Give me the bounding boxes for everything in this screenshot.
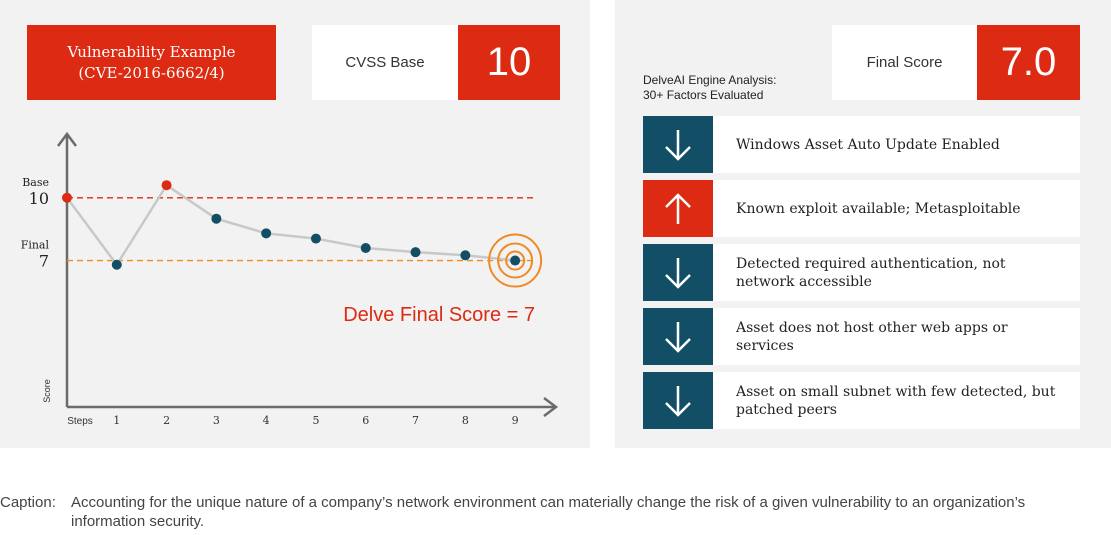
vulnerability-title: Vulnerability Example <box>67 42 236 61</box>
x-tick-label: 1 <box>113 414 120 427</box>
data-point <box>410 247 421 258</box>
x-tick-label: 9 <box>512 414 519 427</box>
factor-row: Detected required authentication, not ne… <box>643 244 1080 301</box>
final-score-value-text: 7.0 <box>1000 40 1057 84</box>
arrow-down-icon <box>643 308 713 365</box>
reference-label: Base <box>22 176 49 189</box>
data-point <box>111 259 122 270</box>
target-ring-inner <box>505 250 526 271</box>
factor-row: Windows Asset Auto Update Enabled <box>643 116 1080 173</box>
factor-row: Asset on small subnet with few detected,… <box>643 372 1080 429</box>
cvss-base-label-text: CVSS Base <box>345 54 425 71</box>
factor-text: Known exploit available; Metasploitable <box>713 180 1080 237</box>
factor-text: Asset on small subnet with few detected,… <box>713 372 1080 429</box>
x-tick-label: 3 <box>213 414 220 427</box>
reference-value: 10 <box>29 189 49 208</box>
factor-text: Detected required authentication, not ne… <box>713 244 1080 301</box>
y-axis-label: Score <box>42 379 52 403</box>
data-point <box>161 180 172 191</box>
data-point <box>310 233 321 244</box>
data-point <box>510 255 521 266</box>
engine-analysis-line2: 30+ Factors Evaluated <box>643 88 764 102</box>
arrow-down-icon <box>643 116 713 173</box>
data-point <box>460 250 471 261</box>
final-score-label-text: Final Score <box>866 54 943 71</box>
caption-label: Caption: <box>0 494 56 511</box>
cvss-base-label: CVSS Base <box>312 25 458 100</box>
engine-analysis-label: DelveAI Engine Analysis: 30+ Factors Eva… <box>643 73 776 103</box>
vulnerability-id: (CVE-2016-6662/4) <box>78 63 225 82</box>
arrow-down-icon <box>643 372 713 429</box>
series-line <box>65 183 516 267</box>
x-tick-label: 4 <box>263 414 270 427</box>
factor-row: Known exploit available; Metasploitable <box>643 180 1080 237</box>
factor-text: Windows Asset Auto Update Enabled <box>713 116 1080 173</box>
x-axis-label: Steps <box>67 416 93 427</box>
arrow-down-icon <box>643 244 713 301</box>
reference-value: 7 <box>39 252 49 271</box>
final-score-annotation: Delve Final Score = 7 <box>343 304 535 326</box>
arrow-up-icon <box>643 180 713 237</box>
x-tick-label: 2 <box>163 414 170 427</box>
reference-label: Final <box>21 239 50 252</box>
data-point <box>62 192 72 203</box>
factor-text: Asset does not host other web apps or se… <box>713 308 1080 365</box>
cvss-base-value: 10 <box>458 25 560 100</box>
data-point <box>261 228 272 239</box>
final-score-value: 7.0 <box>977 25 1080 100</box>
x-axis-arrow <box>543 397 559 417</box>
x-tick-label: 8 <box>462 414 469 427</box>
target-ring-outer <box>488 233 543 288</box>
engine-analysis-line1: DelveAI Engine Analysis: <box>643 73 777 87</box>
vulnerability-example-box: Vulnerability Example (CVE-2016-6662/4) <box>27 25 276 100</box>
cvss-base-value-text: 10 <box>486 40 532 84</box>
target-ring-middle <box>497 242 534 279</box>
x-tick-label: 5 <box>312 414 319 427</box>
x-tick-label: 6 <box>362 414 369 427</box>
final-score-label: Final Score <box>832 25 977 100</box>
caption-text: Accounting for the unique nature of a co… <box>71 494 1026 530</box>
x-tick-label: 7 <box>412 414 419 427</box>
y-axis-arrow <box>57 131 77 147</box>
data-point <box>211 213 222 224</box>
factor-row: Asset does not host other web apps or se… <box>643 308 1080 365</box>
data-point <box>360 242 371 253</box>
